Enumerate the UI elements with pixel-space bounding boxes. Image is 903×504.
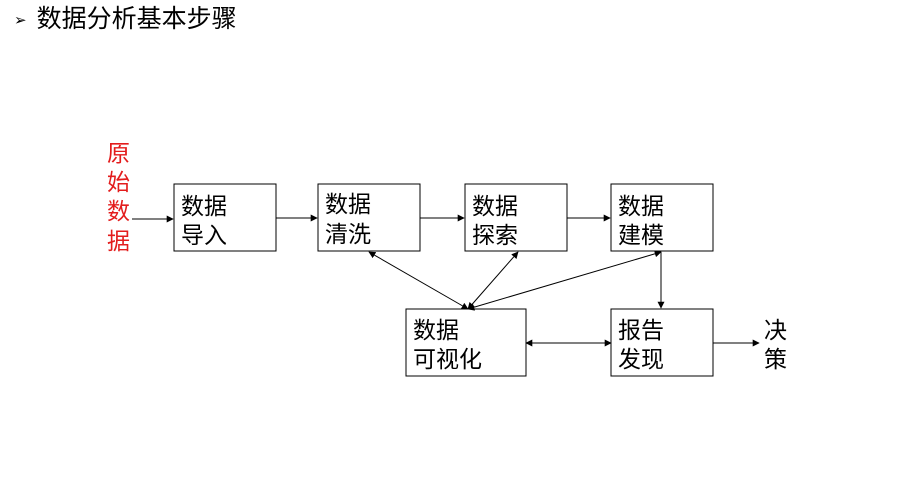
node-report-findings: 报告 发现 <box>610 308 714 377</box>
node-data-visualization-line-2: 可视化 <box>413 347 482 373</box>
source-label-char-4: 据 <box>107 229 130 255</box>
node-data-visualization-box <box>405 308 527 377</box>
decision-label-char-2: 策 <box>764 347 787 373</box>
node-data-cleaning-line-1: 数据 <box>325 192 371 218</box>
node-data-cleaning: 数据 清洗 <box>317 183 421 252</box>
node-data-visualization-line-1: 数据 <box>413 318 459 344</box>
node-data-modeling-line-1: 数据 <box>618 194 664 220</box>
node-data-visualization: 数据 可视化 <box>405 308 527 377</box>
node-report-findings-line-1: 报告 <box>618 318 664 344</box>
node-data-import: 数据 导入 <box>173 183 277 252</box>
source-label-char-2: 始 <box>107 170 130 196</box>
node-data-exploration-line-2: 探索 <box>472 223 518 249</box>
decision-label-char-1: 决 <box>764 318 787 344</box>
node-report-findings-box <box>610 308 714 377</box>
page-title-text: 数据分析基本步骤 <box>36 4 237 33</box>
node-data-cleaning-line-2: 清洗 <box>325 222 371 248</box>
bullet-arrow-icon: ➢ <box>14 10 27 29</box>
node-data-modeling-box <box>610 183 714 252</box>
node-data-exploration: 数据 探索 <box>464 183 568 252</box>
node-report-findings-line-2: 发现 <box>618 347 664 373</box>
edge-model-visual-bidirectional <box>467 250 662 311</box>
edge-explore-visual-bidirectional <box>467 251 519 310</box>
source-label-char-1: 原 <box>107 141 130 167</box>
node-data-modeling: 数据 建模 <box>610 183 714 252</box>
node-data-import-line-1: 数据 <box>181 194 227 220</box>
edge-clean-visual-bidirectional <box>368 251 469 310</box>
node-data-import-line-2: 导入 <box>181 223 227 249</box>
source-label-char-3: 数 <box>107 199 130 225</box>
node-data-import-box <box>173 183 277 252</box>
node-data-modeling-line-2: 建模 <box>618 223 664 249</box>
page-title: ➢ 数据分析基本步骤 <box>14 4 237 34</box>
node-data-exploration-line-1: 数据 <box>472 194 518 220</box>
